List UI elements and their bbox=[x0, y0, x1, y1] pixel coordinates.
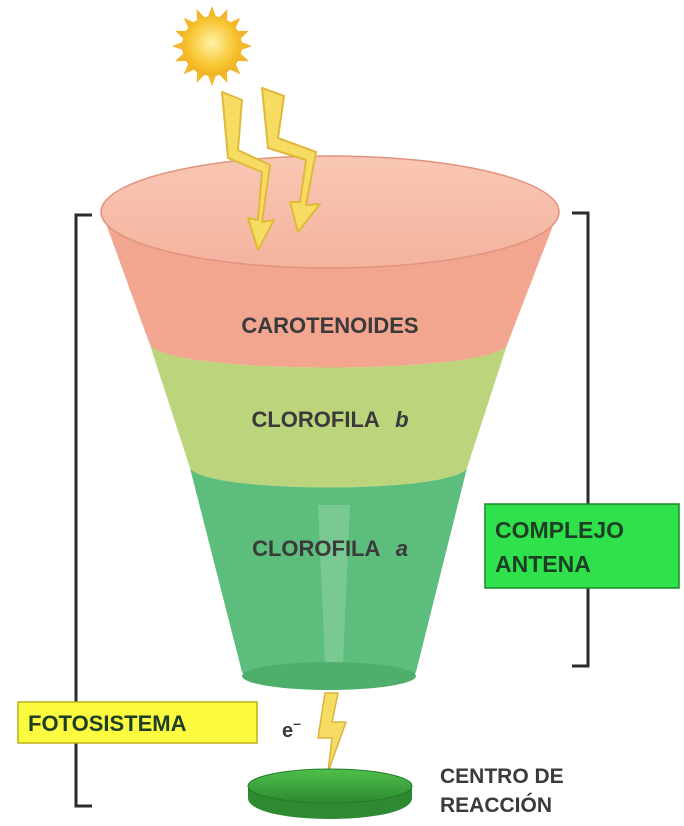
reaction-center-label-line2: REACCIÓN bbox=[440, 793, 552, 817]
sun-ray bbox=[196, 71, 205, 83]
sun-ray bbox=[237, 30, 249, 39]
sun-ray bbox=[175, 53, 187, 62]
reaction-center-disc bbox=[247, 768, 413, 819]
svg-text:COMPLEJO: COMPLEJO bbox=[495, 517, 624, 543]
sun-ray bbox=[219, 9, 228, 21]
svg-text:FOTOSISTEMA: FOTOSISTEMA bbox=[28, 711, 187, 736]
sun-icon bbox=[172, 6, 252, 86]
layer-name: CLOROFILA bbox=[252, 536, 380, 561]
electron-superscript: – bbox=[293, 715, 301, 731]
layer-suffix: b bbox=[395, 407, 408, 432]
reaction-center-label-line1: CENTRO DE bbox=[440, 765, 564, 788]
antenna-label-line2: ANTENA bbox=[495, 551, 591, 577]
layer-name: CAROTENOIDES bbox=[241, 313, 418, 338]
electron-symbol: e bbox=[282, 720, 293, 742]
light-ray-icon bbox=[221, 87, 321, 251]
photosystem-box: FOTOSISTEMA bbox=[17, 701, 258, 744]
sun-ray bbox=[183, 64, 194, 75]
sun-ray bbox=[183, 17, 194, 28]
sun-ray bbox=[219, 71, 228, 83]
svg-text:ANTENA: ANTENA bbox=[495, 551, 591, 577]
funnel-highlight bbox=[318, 505, 350, 685]
sun-ray bbox=[237, 53, 249, 62]
layer-name: CLOROFILA bbox=[251, 407, 379, 432]
sun-ray bbox=[196, 9, 205, 21]
antenna-bracket bbox=[572, 211, 590, 668]
electron-label: e– bbox=[282, 715, 301, 742]
antenna-complex-box: COMPLEJO ANTENA bbox=[484, 503, 680, 589]
sun-ray bbox=[230, 64, 241, 75]
funnel-layer-chlorophyll-b bbox=[150, 345, 507, 488]
layer-label-carotenoids: CAROTENOIDES bbox=[241, 313, 418, 338]
photosystem-label: FOTOSISTEMA bbox=[28, 711, 187, 736]
layer-suffix: a bbox=[396, 536, 408, 561]
layer-label-chlorophyll-b: CLOROFILA b bbox=[251, 407, 408, 432]
layer-label-chlorophyll-a: CLOROFILA a bbox=[252, 536, 408, 561]
funnel-tip bbox=[242, 662, 416, 690]
funnel-layer-chlorophyll-a bbox=[190, 468, 467, 689]
lightning-bolt-icon bbox=[317, 692, 347, 773]
sun-ray bbox=[172, 42, 183, 50]
funnel-rim bbox=[100, 155, 560, 269]
sun-ray bbox=[230, 17, 241, 28]
sun-ray bbox=[208, 6, 216, 17]
sun-ray bbox=[208, 75, 216, 86]
antenna-label-line1: COMPLEJO bbox=[495, 517, 624, 543]
sun-ray bbox=[175, 30, 187, 39]
photosystem-bracket bbox=[74, 213, 92, 808]
sun-ray bbox=[241, 42, 252, 50]
